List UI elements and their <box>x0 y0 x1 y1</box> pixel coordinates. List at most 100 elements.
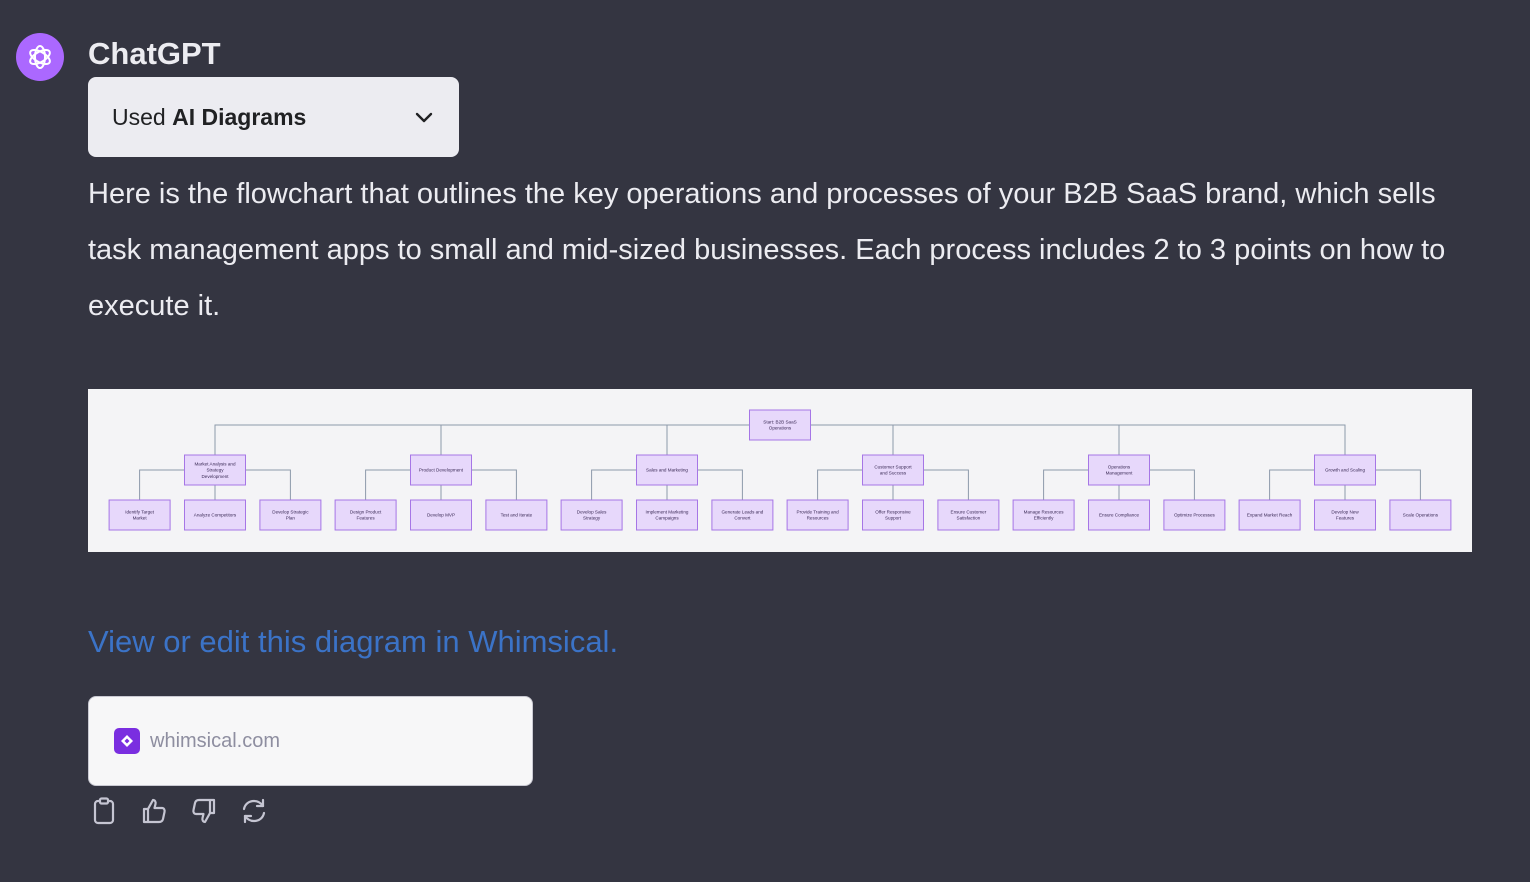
svg-text:Features: Features <box>1336 516 1355 521</box>
connector-line <box>591 469 637 500</box>
branch-node[interactable]: Product Development <box>410 454 472 486</box>
process-node[interactable]: Test and Iterate <box>485 499 548 531</box>
connector-line <box>817 469 863 500</box>
svg-text:Market: Market <box>133 516 148 521</box>
svg-text:Design Product: Design Product <box>350 510 382 515</box>
process-node[interactable]: Analyze Competitors <box>184 499 246 531</box>
plugin-name: AI Diagrams <box>172 103 307 130</box>
copy-button[interactable] <box>90 796 118 826</box>
assistant-message: Here is the flowchart that outlines the … <box>88 178 1446 322</box>
connector-line <box>697 469 743 500</box>
connector-line <box>810 424 1346 455</box>
svg-text:Strategy: Strategy <box>583 516 601 521</box>
message-actions <box>90 796 268 826</box>
connector-line <box>923 469 969 500</box>
thumbs-up-icon <box>142 798 166 824</box>
svg-text:Generate Leads and: Generate Leads and <box>721 510 763 515</box>
connector-line <box>440 424 750 455</box>
svg-text:Resources: Resources <box>807 516 830 521</box>
svg-text:Operations: Operations <box>769 426 792 431</box>
refresh-icon <box>242 798 266 824</box>
svg-text:Offer Responsive: Offer Responsive <box>875 510 911 515</box>
connector-line <box>666 424 750 455</box>
branch-node[interactable]: Sales and Marketing <box>636 454 698 486</box>
svg-text:Provide Training and: Provide Training and <box>797 510 840 515</box>
svg-text:Efficiently: Efficiently <box>1034 516 1054 521</box>
svg-text:Implement Marketing: Implement Marketing <box>646 510 689 515</box>
thumbs-down-icon <box>192 798 216 824</box>
process-node[interactable]: Scale Operations <box>1389 499 1452 531</box>
connector-line <box>245 469 291 500</box>
connector-line <box>1375 469 1421 500</box>
connector-line <box>810 424 894 455</box>
openai-logo-icon <box>29 45 51 69</box>
svg-text:Operations: Operations <box>1108 465 1131 470</box>
connector-line <box>139 469 185 500</box>
svg-text:Develop Strategic: Develop Strategic <box>272 510 309 515</box>
svg-text:Plan: Plan <box>286 516 296 521</box>
connector-line <box>810 424 1120 455</box>
svg-text:Features: Features <box>357 516 376 521</box>
svg-text:Satisfaction: Satisfaction <box>957 516 981 521</box>
whimsical-link[interactable]: View or edit this diagram in Whimsical. <box>88 624 619 659</box>
regenerate-button[interactable] <box>240 796 268 826</box>
svg-text:Market Analysis and: Market Analysis and <box>194 461 236 466</box>
svg-text:Campaigns: Campaigns <box>655 516 679 521</box>
connector-line <box>1043 469 1089 500</box>
process-node[interactable]: Expand Market Reach <box>1238 499 1301 531</box>
thumbs-up-button[interactable] <box>140 796 168 826</box>
svg-text:Strategy: Strategy <box>206 468 224 473</box>
svg-text:Support: Support <box>885 516 902 521</box>
card-domain: whimsical.com <box>150 729 281 752</box>
svg-text:Start: B2B SaaS: Start: B2B SaaS <box>763 420 796 425</box>
author-name: ChatGPT <box>88 36 221 71</box>
svg-text:Customer Support: Customer Support <box>874 465 912 470</box>
clipboard-icon <box>93 797 115 825</box>
svg-text:Development: Development <box>201 474 229 479</box>
chevron-down-icon <box>415 112 433 123</box>
process-node[interactable]: Ensure Compliance <box>1088 499 1150 531</box>
process-node[interactable]: Optimize Processes <box>1163 499 1226 531</box>
chatgpt-avatar <box>16 33 64 81</box>
svg-text:Growth and Scaling: Growth and Scaling <box>1325 468 1366 473</box>
svg-text:Product Development: Product Development <box>419 468 464 473</box>
svg-text:Convert: Convert <box>734 516 751 521</box>
svg-text:Sales and Marketing: Sales and Marketing <box>646 468 688 473</box>
svg-text:Ensure Customer: Ensure Customer <box>951 510 987 515</box>
process-node[interactable]: Develop MVP <box>410 499 472 531</box>
connector-line <box>1269 469 1315 500</box>
plugin-used-label: Used AI Diagrams <box>112 103 307 130</box>
svg-text:Test and Iterate: Test and Iterate <box>501 513 533 518</box>
svg-text:Identify Target: Identify Target <box>125 510 154 515</box>
svg-text:Management: Management <box>1106 471 1134 476</box>
svg-text:Analyze Competitors: Analyze Competitors <box>194 513 237 518</box>
connector-line <box>214 424 750 455</box>
svg-text:and Success: and Success <box>880 471 907 476</box>
link-preview-card[interactable]: whimsical.com <box>88 696 533 786</box>
thumbs-down-button[interactable] <box>190 796 218 826</box>
branch-node[interactable]: Growth and Scaling <box>1314 454 1376 486</box>
svg-text:Optimize Processes: Optimize Processes <box>1174 513 1216 518</box>
whimsical-logo-icon <box>114 728 140 754</box>
plugin-used-dropdown[interactable]: Used AI Diagrams <box>88 77 459 157</box>
svg-text:Develop Sales: Develop Sales <box>577 510 607 515</box>
svg-text:Manage Resources: Manage Resources <box>1024 510 1065 515</box>
svg-text:Develop New: Develop New <box>1331 510 1359 515</box>
